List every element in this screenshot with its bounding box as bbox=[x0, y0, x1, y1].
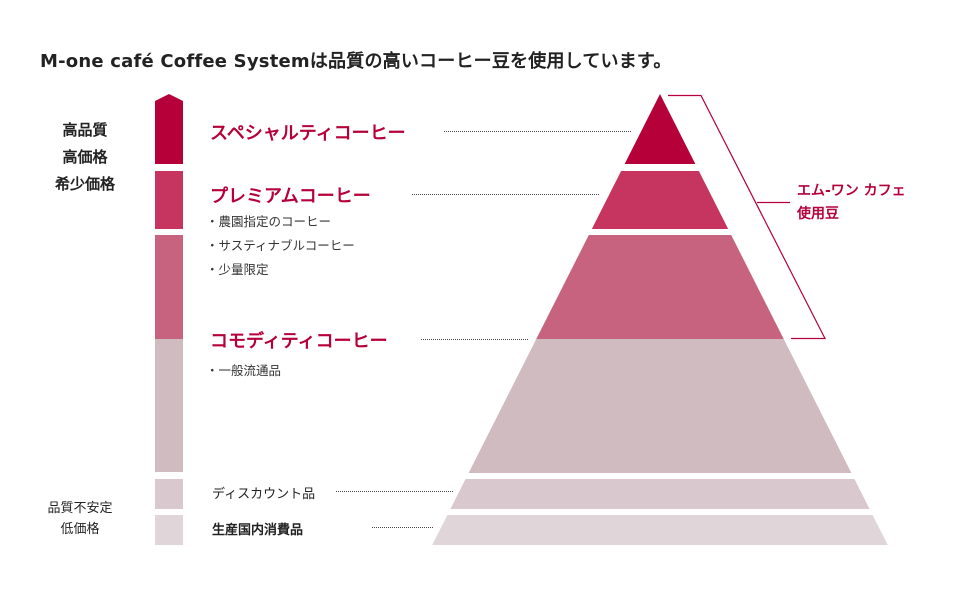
arrow-bar-segment-premium-lower bbox=[155, 235, 183, 339]
page-title: M-one café Coffee Systemは品質の高いコーヒー豆を使用して… bbox=[40, 51, 672, 72]
tier-discount-label: ディスカウント品 bbox=[212, 487, 316, 502]
tier-domestic-label: 生産国内消費品 bbox=[212, 523, 304, 538]
pyramid-tier-specialty bbox=[624, 94, 696, 164]
arrow-bar-segment-commodity bbox=[155, 339, 183, 472]
pyramid-tier-discount bbox=[450, 479, 870, 509]
premium-items: 農園指定のコーヒー サスティナブルコーヒー 少量限定 bbox=[206, 210, 355, 282]
pyramid-tier-premium bbox=[591, 171, 729, 229]
arrow-bar-segment-domestic bbox=[155, 515, 183, 545]
pyramid-tier-commodity bbox=[468, 339, 852, 473]
bracket-line bbox=[668, 94, 826, 340]
list-item: サスティナブルコーヒー bbox=[206, 238, 355, 253]
commodity-items: 一般流通品 bbox=[206, 359, 281, 383]
tier-specialty-label: スペシャルティコーヒー bbox=[210, 123, 406, 144]
bracket-label-line2: 使用豆 bbox=[797, 206, 839, 222]
arrow-bar-segment-specialty bbox=[155, 94, 183, 164]
tier-commodity-label: コモディティコーヒー bbox=[210, 331, 388, 352]
list-item: 少量限定 bbox=[206, 262, 269, 277]
label-unstable-quality: 品質不安定 bbox=[47, 501, 113, 516]
label-high-price: 高価格 bbox=[62, 148, 108, 166]
label-rare-price: 希少価格 bbox=[54, 175, 115, 193]
pyramid-tier-domestic bbox=[432, 515, 888, 545]
tier-premium-label: プレミアムコーヒー bbox=[210, 186, 371, 207]
low-quality-labels: 品質不安定 低価格 bbox=[40, 498, 120, 540]
high-quality-labels: 高品質 高価格 希少価格 bbox=[40, 117, 130, 198]
label-high-quality: 高品質 bbox=[62, 121, 108, 139]
arrow-bar-segment-premium bbox=[155, 171, 183, 229]
pyramid-tier-premium-lower bbox=[536, 235, 784, 339]
arrow-bar-segment-discount bbox=[155, 479, 183, 509]
list-item: 農園指定のコーヒー bbox=[206, 214, 331, 229]
m-one-cafe-bean-label: エム-ワン カフェ 使用豆 bbox=[797, 180, 906, 226]
bracket-label-line1: エム-ワン カフェ bbox=[797, 183, 906, 199]
label-low-price: 低価格 bbox=[60, 522, 100, 537]
list-item: 一般流通品 bbox=[206, 363, 281, 378]
